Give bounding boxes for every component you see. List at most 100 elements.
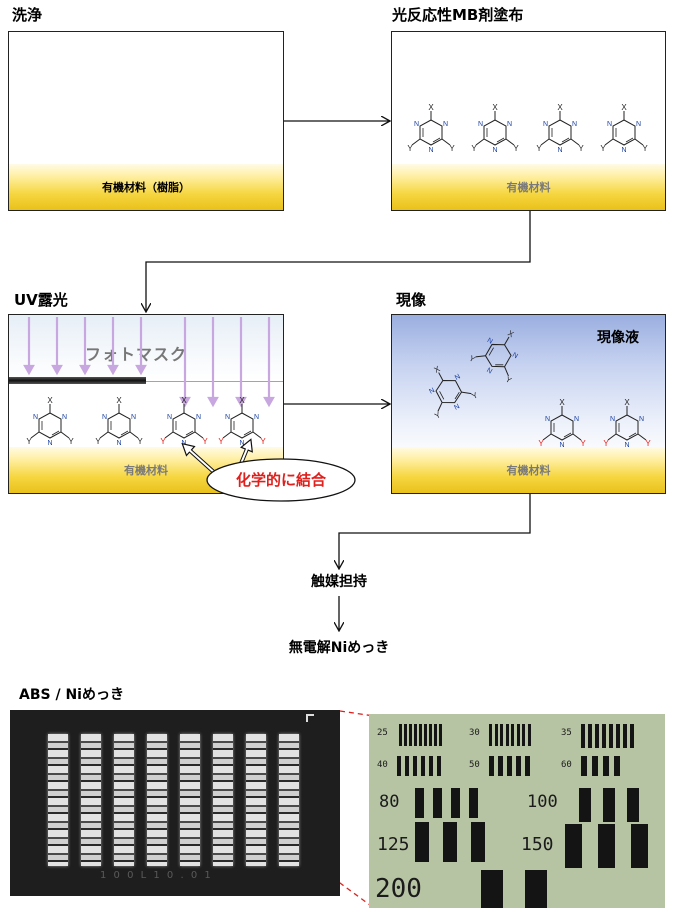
svg-text:Y: Y [600,144,606,153]
resolution-bar [404,724,407,746]
svg-text:X: X [433,364,443,375]
svg-text:Y: Y [645,439,651,448]
svg-text:X: X [47,396,53,405]
resolution-bar [579,788,591,822]
mask-shading-bar [9,377,146,384]
resolution-bar [424,724,427,746]
resolution-label: 125 [377,834,410,855]
uv-arrowhead [263,396,275,408]
svg-text:N: N [131,414,136,421]
pattern-column [246,734,266,866]
svg-text:X: X [559,398,565,407]
zoom-line-top [339,710,375,717]
svg-text:X: X [116,396,122,405]
resolution-label: 30 [469,728,480,738]
pattern-column [180,734,200,866]
svg-text:Y: Y [218,437,224,446]
resolution-bar [602,724,606,748]
resolution-bar [511,724,514,746]
svg-text:Y: Y [467,354,477,365]
corner-mark [306,714,308,722]
svg-text:N: N [639,416,644,423]
resolution-bar [598,824,615,868]
uv-arrowhead [23,364,35,376]
pattern-column [114,734,134,866]
resolution-bar [565,824,582,868]
organic-substrate: 有機材料 [392,447,665,493]
arrow-develop-to-catalyst [339,494,531,568]
resolution-label: 80 [379,792,400,812]
svg-text:N: N [486,337,494,346]
svg-text:Y: Y [504,375,514,386]
svg-text:Y: Y [68,437,74,446]
step-uv-title: UV露光 [14,291,68,309]
resolution-bar [525,870,547,908]
resolution-bar [614,756,620,776]
uv-arrowhead [79,364,91,376]
pattern-column [279,734,299,866]
svg-text:Y: Y [603,439,609,448]
resolution-bar [397,756,401,776]
svg-text:N: N [47,440,52,447]
svg-text:X: X [557,103,563,112]
svg-text:N: N [574,416,579,423]
svg-text:N: N [443,121,448,128]
svg-text:Y: Y [160,437,166,446]
uv-arrowhead [235,396,247,408]
resolution-bar [505,724,509,746]
step-wash-title: 洗浄 [12,6,43,24]
svg-text:Y: Y [578,144,584,153]
svg-text:Y: Y [95,437,101,446]
resolution-bar [419,724,422,746]
resolution-bar [588,724,592,748]
resolution-label: 100 [527,792,558,812]
svg-text:N: N [167,414,172,421]
svg-text:N: N [254,414,259,421]
resin-label: 有機材料（樹脂） [102,181,190,194]
pattern-column [48,734,68,866]
svg-text:Y: Y [202,437,208,446]
svg-text:Y: Y [470,390,480,401]
uv-light-arrows [23,317,275,408]
svg-text:N: N [485,367,493,376]
resolution-bar [399,724,402,746]
svg-text:N: N [610,416,615,423]
resolution-bar [522,724,525,746]
resolution-bar [451,788,460,818]
resin-substrate: 有機材料（樹脂） [9,164,283,210]
step-coat-title: 光反応性MB剤塗布 [392,6,524,24]
svg-text:N: N [116,440,121,447]
resolution-bar [581,724,585,748]
svg-text:N: N [557,147,562,154]
svg-text:N: N [478,121,483,128]
resolution-bar [498,756,503,776]
svg-text:Y: Y [536,144,542,153]
callout-arrow-left-fill [185,446,217,475]
resolution-bar [627,788,639,822]
resolution-bar [415,788,424,818]
resolution-bar [609,724,613,748]
svg-text:N: N [492,147,497,154]
svg-text:X: X [621,103,627,112]
svg-text:Y: Y [642,144,648,153]
resolution-bar [439,724,442,746]
resolution-bar [516,724,520,746]
resolution-bar [421,756,425,776]
step-plating: 無電解Niめっき [288,640,390,656]
svg-text:N: N [543,121,548,128]
resolution-bar [623,724,627,748]
resolution-bar [603,756,609,776]
svg-text:Y: Y [471,144,477,153]
svg-text:N: N [454,373,462,382]
pattern-column [81,734,101,866]
resolution-bar [409,724,412,746]
developer-label: 現像液 [597,330,639,346]
